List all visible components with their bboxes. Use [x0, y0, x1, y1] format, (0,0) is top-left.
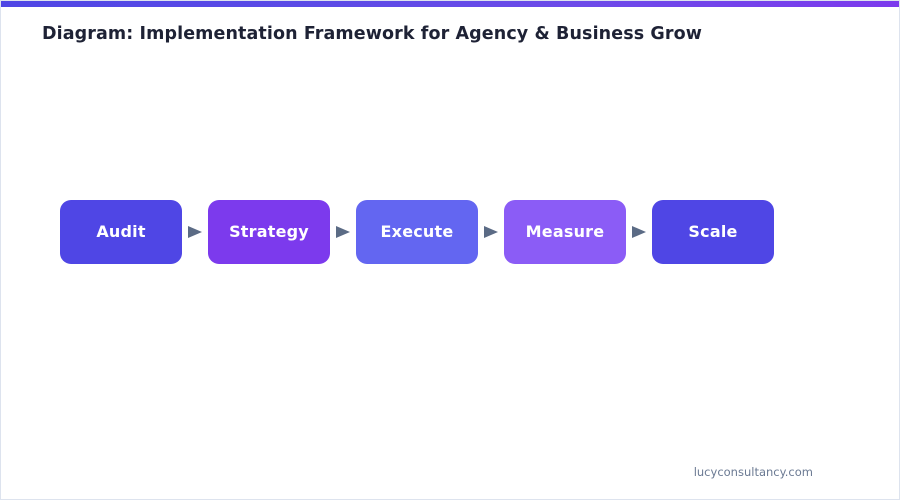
process-node-audit[interactable]: Audit — [60, 200, 182, 264]
process-node-label: Strategy — [229, 222, 309, 241]
process-node-label: Measure — [525, 222, 605, 241]
process-node-measure[interactable]: Measure — [504, 200, 626, 264]
process-node-scale[interactable]: Scale — [652, 200, 774, 264]
process-node-label: Execute — [380, 222, 454, 241]
process-node-execute[interactable]: Execute — [356, 200, 478, 264]
process-node-label: Audit — [96, 222, 146, 241]
arrow-measure-to-scale — [626, 221, 652, 243]
arrow-strategy-to-execute — [330, 221, 356, 243]
page-title: Diagram: Implementation Framework for Ag… — [42, 24, 703, 44]
top-accent-bar — [1, 1, 899, 7]
arrow-execute-to-measure — [478, 221, 504, 243]
process-flow-diagram: Audit Strategy Execute Measure Scale — [1, 199, 899, 265]
footer-attribution: lucyconsultancy.com — [693, 465, 813, 479]
process-node-strategy[interactable]: Strategy — [208, 200, 330, 264]
arrow-audit-to-strategy — [182, 221, 208, 243]
process-node-label: Scale — [688, 222, 738, 241]
